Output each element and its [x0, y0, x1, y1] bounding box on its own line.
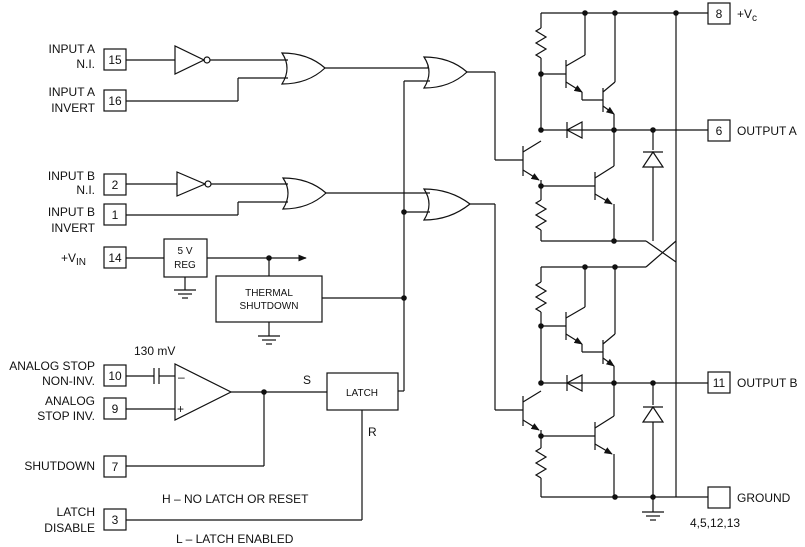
resistor-a-bottom: [534, 199, 548, 231]
input-b-invert-label: INPUT B: [48, 205, 95, 219]
input-a-ni-label: INPUT A: [49, 42, 95, 56]
comparator: [174, 363, 233, 421]
pin-16: 16: [108, 94, 122, 108]
diode-b-horizontal: [565, 374, 583, 392]
resistor-b-bottom: [534, 447, 548, 479]
input-a-invert-label: INPUT A: [49, 85, 95, 99]
thermal-label-1: THERMAL: [245, 288, 293, 299]
pin-10: 10: [108, 369, 122, 383]
left-pins: 15 16 2 1 14 10 9 7 3: [103, 48, 127, 531]
output-a-label: OUTPUT A: [737, 124, 797, 138]
latch-disable-label: LATCH: [57, 505, 95, 519]
latch-reset-label: R: [368, 425, 377, 439]
input-a-invert-label-2: INVERT: [51, 101, 95, 115]
pin-6-box: [707, 119, 731, 142]
ground-pins-label: 4,5,12,13: [690, 516, 740, 530]
inverter-a: [174, 45, 206, 75]
diode-b-vertical: [641, 405, 665, 423]
or-gate-a2: [422, 56, 468, 89]
latch-box: [326, 372, 399, 411]
offset-label: 130 mV: [134, 344, 175, 358]
pin-11: 11: [713, 376, 726, 390]
or-gate-a2-group: [404, 56, 523, 161]
ground-pin-box: [707, 486, 731, 509]
vin-main: +V: [61, 251, 76, 265]
vin-sub: IN: [76, 257, 86, 268]
input-b-ni-label: INPUT B: [48, 169, 95, 183]
or-gate-b2: [422, 188, 471, 221]
output-stage-b: [522, 264, 708, 497]
latch-label: LATCH: [346, 388, 378, 399]
right-pins: 8 +Vc 6 OUTPUT A 11 OUTPUT B GROUND 4,5,…: [690, 2, 797, 530]
resistor-a-top: [534, 27, 548, 59]
analog-stop-ni-label: ANALOG STOP: [9, 359, 95, 373]
diode-a-horizontal: [565, 121, 583, 139]
pin-8-box: [707, 2, 731, 25]
pin-3: 3: [112, 513, 119, 527]
reg-label-2: REG: [174, 260, 196, 271]
vin-label: +VIN: [61, 251, 86, 268]
inverter-b: [176, 171, 207, 197]
input-a-logic: [126, 45, 429, 102]
output-b-label: OUTPUT B: [737, 376, 797, 390]
pin-2: 2: [112, 178, 119, 192]
latch-disable-label-2: DISABLE: [44, 521, 95, 535]
latch-set-label: S: [303, 373, 311, 387]
thermal-label-2: SHUTDOWN: [240, 301, 299, 312]
thermal-shutdown-box: [215, 275, 323, 323]
shutdown-label: SHUTDOWN: [24, 459, 95, 473]
left-labels: INPUT A N.I. INPUT A INVERT INPUT B N.I.…: [9, 42, 95, 535]
resistor-b-top: [534, 281, 548, 313]
pin-7: 7: [112, 460, 119, 474]
or-gate-a: [280, 52, 326, 85]
comparator-plus: +: [177, 402, 184, 416]
input-b-invert-label-2: INVERT: [51, 221, 95, 235]
comparator-minus: –: [178, 370, 185, 384]
input-b-logic: [126, 171, 523, 411]
note-h: H – NO LATCH OR RESET: [162, 492, 309, 506]
analog-stop-inv-label: ANALOG: [45, 394, 95, 408]
comparator-section: 130 mV – + S LATCH R H – NO LATCH OR RES…: [126, 344, 399, 546]
diode-a-vertical: [641, 150, 665, 168]
or-gate-b: [281, 177, 327, 210]
pin-14: 14: [108, 251, 122, 265]
pin-11-box: [707, 371, 731, 394]
regulator-box: [163, 238, 208, 278]
vc-label: +Vc: [737, 7, 757, 24]
regulator-section: 5 V REG THERMAL SHUTDOWN: [126, 238, 404, 345]
vc-sub: c: [752, 13, 757, 24]
pin-15: 15: [108, 53, 122, 67]
output-stage-a: [522, 13, 708, 244]
pin-8: 8: [716, 7, 723, 21]
note-l: L – LATCH ENABLED: [176, 532, 294, 546]
pin-9: 9: [112, 402, 119, 416]
input-b-ni-label-2: N.I.: [76, 183, 95, 197]
vc-main: +V: [737, 7, 752, 21]
input-a-ni-label-2: N.I.: [76, 57, 95, 71]
ground-label: GROUND: [737, 491, 791, 505]
pin-1: 1: [112, 208, 119, 222]
pin-6: 6: [716, 124, 723, 138]
shutdown-bus: [398, 81, 407, 392]
analog-stop-inv-label-2: STOP INV.: [37, 409, 95, 423]
analog-stop-ni-label-2: NON-INV.: [42, 374, 95, 388]
reg-label-1: 5 V: [177, 246, 192, 257]
